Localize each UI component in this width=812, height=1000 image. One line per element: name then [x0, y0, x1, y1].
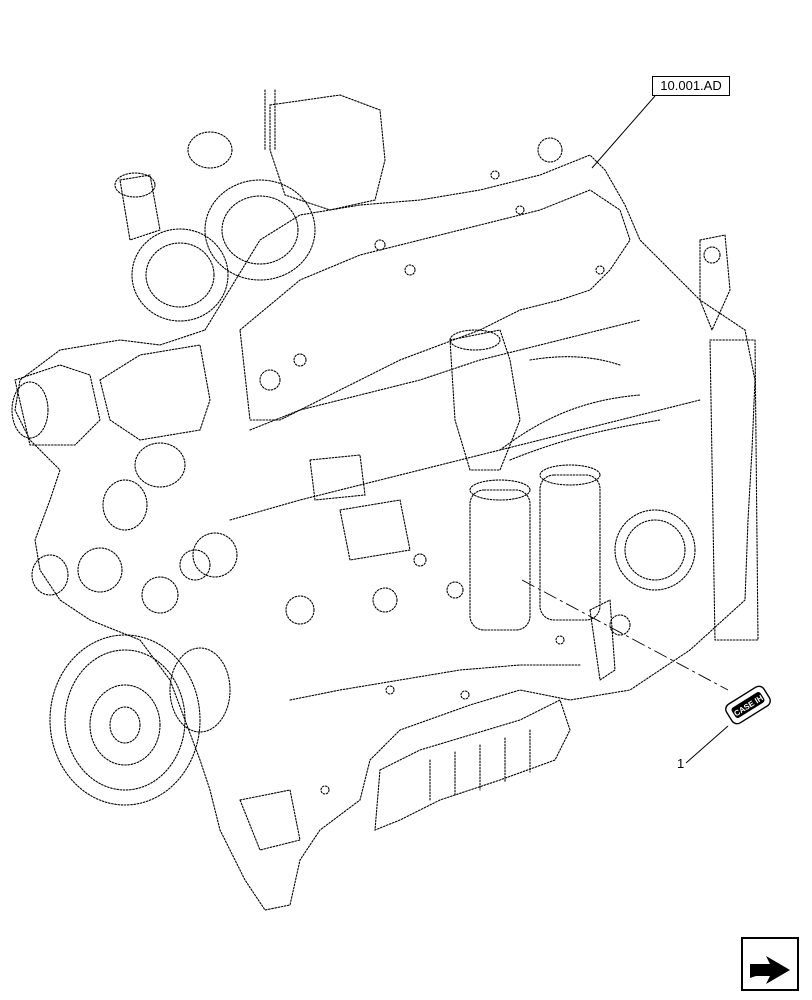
reference-label-box[interactable]: 10.001.AD	[652, 76, 730, 96]
head-contour	[249, 319, 641, 431]
sump-contour	[289, 664, 581, 701]
thermostat-housing	[449, 329, 521, 471]
case-ih-decal: CASE IH	[725, 685, 771, 725]
tensioner	[11, 381, 49, 439]
engine-block-outline	[14, 154, 756, 911]
idler-3	[141, 576, 179, 614]
fuel-filter-2	[539, 474, 601, 621]
oil-pan	[374, 699, 571, 831]
reference-label: 10.001.AD	[660, 78, 722, 93]
ref-leader-line	[591, 95, 656, 169]
fan-hub	[102, 479, 148, 531]
crankshaft-pulley	[49, 634, 201, 806]
idler-5	[192, 532, 238, 578]
idler-1	[31, 554, 69, 596]
turbo-compressor	[131, 228, 229, 322]
turbo-housing	[204, 179, 316, 281]
idler-4	[179, 549, 211, 581]
valve-cover	[239, 189, 631, 421]
idler-2	[77, 547, 123, 593]
callout-leader-line	[685, 725, 729, 764]
actuator	[269, 94, 386, 211]
block-contour	[229, 399, 701, 521]
damper-ring	[169, 647, 231, 733]
next-page-button[interactable]	[736, 934, 804, 994]
decal-phantom-line	[521, 579, 729, 691]
fuel-filter-1	[469, 489, 531, 631]
rear-ring-gear	[614, 509, 696, 591]
next-page-arrow-icon	[741, 937, 799, 991]
callout-number: 1	[677, 756, 685, 771]
